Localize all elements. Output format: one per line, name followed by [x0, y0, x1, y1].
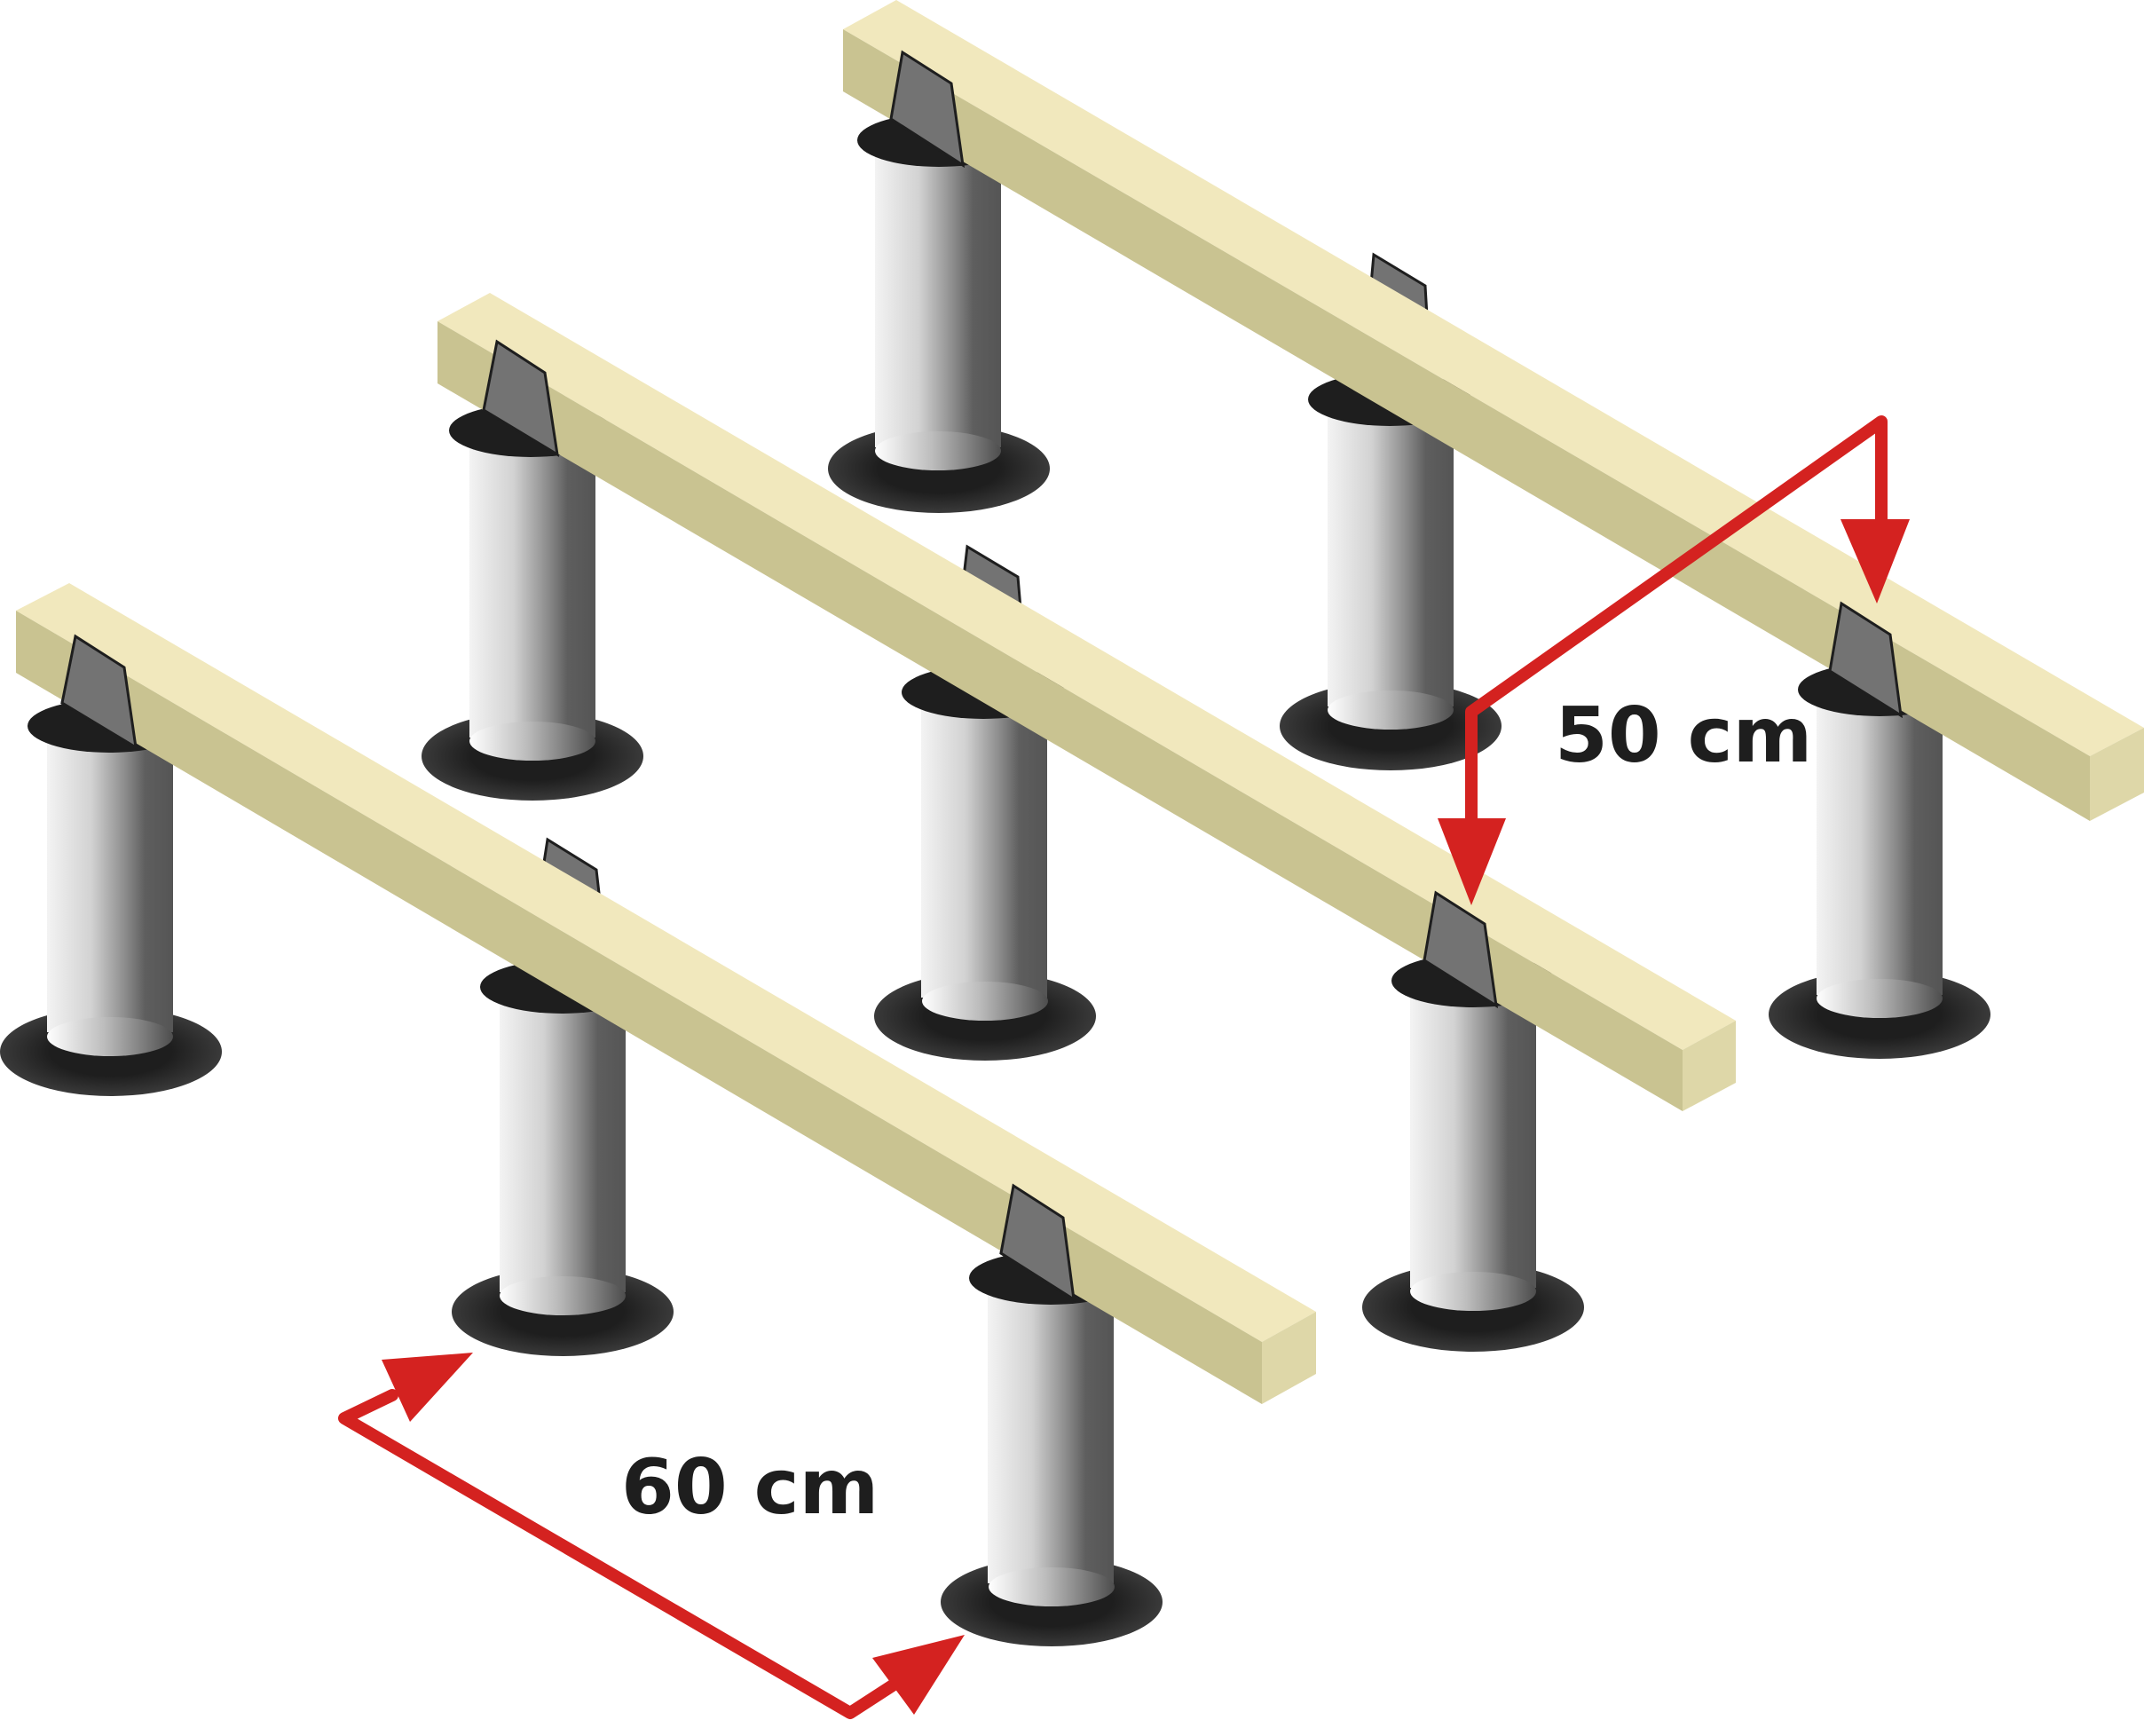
arrowhead-down-left	[1438, 818, 1506, 905]
pedestal-head-front-left-top	[60, 634, 138, 750]
joist-front	[16, 583, 1316, 1404]
arrowhead-down-right	[1841, 519, 1910, 604]
pedestal-head-middle-right-top	[1423, 890, 1498, 1008]
pedestal-head-middle-left-top	[482, 339, 559, 457]
spacing-dimension-arrow	[1438, 415, 1910, 905]
arrowhead-right	[872, 1635, 965, 1715]
pedestal-front-middle	[452, 960, 674, 1356]
pedestal-head-back-left-top	[889, 50, 965, 169]
arrowhead-up-left	[382, 1353, 473, 1422]
spacing-label: 50 cm	[1555, 691, 1812, 780]
pedestal-back-left	[828, 114, 1050, 513]
span-dimension-arrow	[338, 1353, 965, 1719]
pedestal-head-front-right-top	[999, 1183, 1076, 1302]
pedestal-back-middle	[1280, 373, 1502, 770]
pedestal-head-back-right-top	[1828, 601, 1903, 718]
joist-back	[843, 0, 2144, 821]
pedestal-front-left	[0, 699, 222, 1096]
joist-middle	[437, 293, 1736, 1111]
span-label: 60 cm	[621, 1443, 879, 1532]
